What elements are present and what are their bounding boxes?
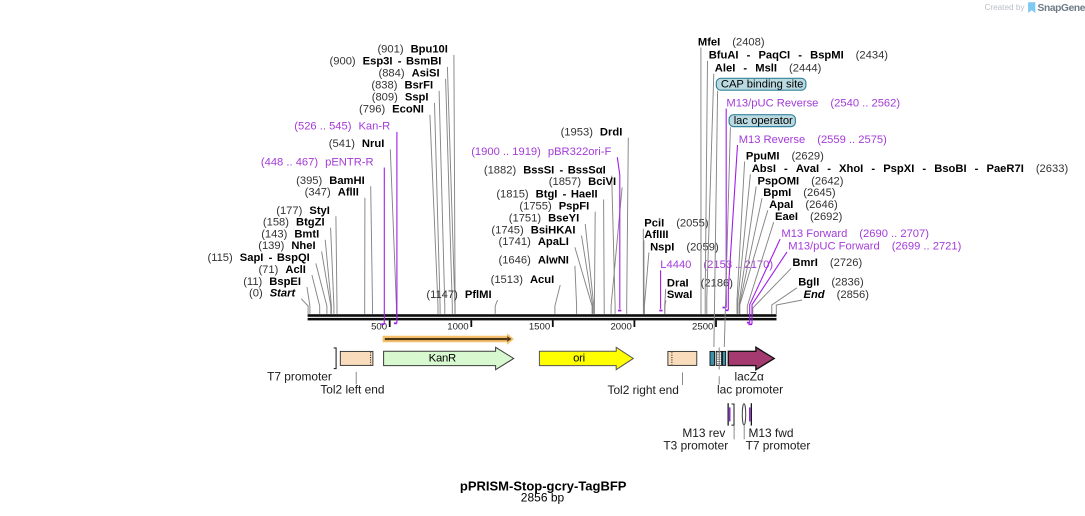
svg-text:AleI-MslI(2444): AleI-MslI(2444) [715, 63, 822, 75]
svg-text:2500: 2500 [692, 322, 713, 333]
svg-text:(177)StyI: (177)StyI [276, 205, 330, 217]
svg-text:(1882)BssSI-BssSαI: (1882)BssSI-BssSαI [484, 164, 606, 176]
svg-text:EaeI(2692): EaeI(2692) [775, 211, 843, 223]
svg-text:BglI(2836): BglI(2836) [798, 277, 864, 289]
svg-text:2000: 2000 [610, 322, 631, 333]
svg-text:BfuAI-PaqCI-BspMI(2434): BfuAI-PaqCI-BspMI(2434) [709, 50, 889, 62]
svg-text:(884)AsiSI: (884)AsiSI [378, 68, 439, 80]
svg-text:500: 500 [371, 322, 387, 333]
svg-text:lac promoter: lac promoter [717, 383, 783, 397]
svg-text:1000: 1000 [447, 322, 468, 333]
svg-text:M13/pUC Forward(2699 .. 2721): M13/pUC Forward(2699 .. 2721) [788, 241, 961, 253]
svg-text:ori: ori [573, 353, 585, 365]
svg-text:(1953)DrdI: (1953)DrdI [561, 127, 623, 139]
svg-text:MfeI(2408): MfeI(2408) [698, 36, 765, 48]
svg-text:2856 bp: 2856 bp [521, 490, 565, 504]
svg-text:(1745)BsiHKAI: (1745)BsiHKAI [491, 224, 575, 236]
svg-text:pPRISM-Stop-gcry-TagBFP: pPRISM-Stop-gcry-TagBFP [460, 479, 627, 494]
svg-text:(143)BmtI: (143)BmtI [261, 229, 319, 241]
svg-text:M13 Forward(2690 .. 2707): M13 Forward(2690 .. 2707) [781, 228, 929, 240]
svg-text:(1751)BseYI: (1751)BseYI [509, 213, 579, 225]
svg-text:ApaI(2646): ApaI(2646) [769, 199, 838, 211]
svg-text:(1741)ApaLI: (1741)ApaLI [498, 236, 568, 248]
svg-text:(796)EcoNI: (796)EcoNI [359, 104, 424, 116]
svg-text:DraI(2186): DraI(2186) [667, 278, 733, 290]
svg-text:(809)SspI: (809)SspI [372, 92, 429, 104]
svg-text:(115)SapI-BspQI: (115)SapI-BspQI [207, 252, 309, 264]
svg-text:CAP binding site: CAP binding site [721, 79, 804, 91]
svg-text:Tol2 left end: Tol2 left end [320, 383, 384, 397]
svg-text:(541)NruI: (541)NruI [329, 138, 385, 150]
svg-text:lacZα: lacZα [735, 370, 764, 384]
svg-text:T7 promoter: T7 promoter [267, 370, 332, 384]
svg-text:BmrI(2726): BmrI(2726) [792, 257, 862, 269]
svg-text:(395)BamHI: (395)BamHI [296, 175, 365, 187]
svg-text:(1147)PflMI: (1147)PflMI [426, 289, 491, 301]
svg-text:(1815)BtgI-HaeII: (1815)BtgI-HaeII [496, 188, 597, 200]
svg-text:AflIII: AflIII [644, 229, 668, 241]
svg-text:PpuMI(2629): PpuMI(2629) [746, 150, 824, 162]
svg-text:M13/pUC Reverse(2540 .. 2562): M13/pUC Reverse(2540 .. 2562) [726, 97, 900, 109]
svg-text:PciI(2055): PciI(2055) [644, 218, 709, 230]
svg-text:PspOMI(2642): PspOMI(2642) [758, 175, 844, 187]
svg-text:AbsI-AvaI-XhoI-PspXI-BsoBI-Pae: AbsI-AvaI-XhoI-PspXI-BsoBI-PaeR7I(2633) [752, 163, 1069, 175]
svg-text:(71)AclI: (71)AclI [258, 264, 305, 276]
svg-text:SwaI: SwaI [667, 289, 693, 301]
svg-text:(347)AflII: (347)AflII [305, 187, 359, 199]
svg-text:M13 fwd: M13 fwd [749, 426, 794, 440]
svg-text:M13 rev: M13 rev [682, 426, 725, 440]
svg-text:(1513)AcuI: (1513)AcuI [491, 274, 555, 286]
svg-text:BpmI(2645): BpmI(2645) [763, 187, 836, 199]
svg-text:(901)Bpu10I: (901)Bpu10I [377, 44, 447, 56]
svg-text:Tol2 right end: Tol2 right end [608, 383, 679, 397]
svg-text:(139)NheI: (139)NheI [258, 240, 315, 252]
svg-text:T3 promoter: T3 promoter [663, 439, 728, 453]
svg-text:(838)BsrFI: (838)BsrFI [371, 80, 433, 92]
svg-text:1500: 1500 [529, 322, 550, 333]
svg-text:M13 Reverse(2559 .. 2575): M13 Reverse(2559 .. 2575) [739, 134, 887, 146]
svg-text:(1755)PspFI: (1755)PspFI [519, 201, 589, 213]
svg-text:(900)Esp3I-BsmBI: (900)Esp3I-BsmBI [330, 56, 442, 68]
svg-text:L4440(2153 .. 2170): L4440(2153 .. 2170) [660, 259, 773, 271]
svg-text:End(2856): End(2856) [804, 289, 870, 301]
svg-text:(0)Start: (0)Start [249, 288, 296, 300]
svg-text:lac operator: lac operator [734, 115, 793, 127]
svg-text:T7 promoter: T7 promoter [746, 439, 811, 453]
svg-text:(448 .. 467)pENTR-R: (448 .. 467)pENTR-R [261, 156, 374, 168]
svg-text:(1900 .. 1919)pBR322ori-F: (1900 .. 1919)pBR322ori-F [471, 146, 611, 158]
svg-text:KanR: KanR [429, 353, 456, 365]
svg-text:SnapGene: SnapGene [1038, 3, 1085, 14]
svg-text:(526 .. 545)Kan-R: (526 .. 545)Kan-R [294, 121, 390, 133]
svg-text:(1646)AlwNI: (1646)AlwNI [498, 255, 568, 267]
svg-text:Created by: Created by [984, 3, 1025, 12]
svg-text:(158)BtgZI: (158)BtgZI [263, 217, 325, 229]
svg-text:(11)BspEI: (11)BspEI [243, 276, 301, 288]
svg-text:(1857)BciVI: (1857)BciVI [549, 176, 616, 188]
